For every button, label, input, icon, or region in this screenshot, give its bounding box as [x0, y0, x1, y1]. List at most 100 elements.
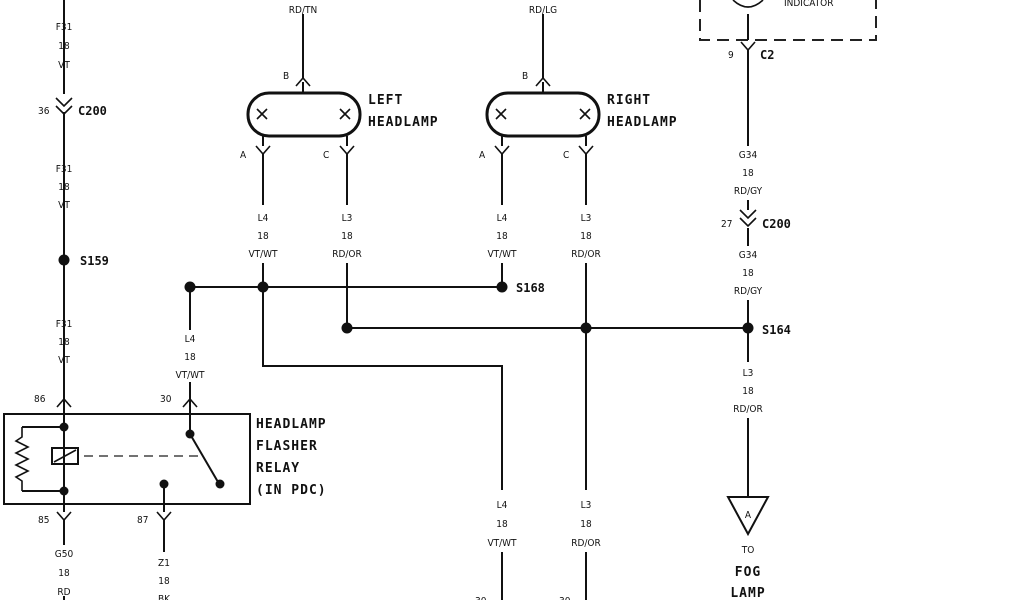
- wire-bottom-l3: L3 18 RD/OR 30: [559, 328, 601, 600]
- wire-label-f31-mid: F31 18 VT: [56, 164, 73, 211]
- svg-text:A: A: [745, 510, 752, 521]
- svg-text:HEADLAMP: HEADLAMP: [607, 115, 678, 130]
- bus-l3: [341, 322, 748, 334]
- svg-text:TO: TO: [741, 545, 755, 556]
- svg-text:RD/GY: RD/GY: [734, 286, 763, 297]
- wire-g34-upper: G34 18 RD/GY: [734, 50, 763, 210]
- connector-c200-right: 27 C200: [721, 209, 791, 231]
- svg-text:F31: F31: [56, 319, 73, 330]
- svg-text:S164: S164: [762, 323, 791, 337]
- svg-text:VT: VT: [58, 200, 70, 211]
- svg-text:FLASHER: FLASHER: [256, 439, 318, 454]
- svg-text:30: 30: [559, 596, 571, 600]
- svg-text:RD/LG: RD/LG: [529, 5, 557, 16]
- svg-text:LEFT: LEFT: [368, 93, 403, 108]
- svg-text:18: 18: [184, 352, 196, 363]
- svg-text:RD/OR: RD/OR: [571, 538, 601, 549]
- svg-text:C200: C200: [78, 104, 107, 118]
- svg-text:VT: VT: [58, 60, 70, 71]
- svg-text:VT: VT: [58, 355, 70, 366]
- svg-text:B: B: [283, 71, 289, 82]
- svg-text:85: 85: [38, 515, 49, 526]
- svg-text:S168: S168: [516, 281, 545, 295]
- svg-text:L4: L4: [258, 213, 269, 224]
- svg-text:LAMP: LAMP: [730, 586, 765, 600]
- svg-text:RD/TN: RD/TN: [289, 5, 317, 16]
- svg-text:RIGHT: RIGHT: [607, 93, 651, 108]
- svg-text:36: 36: [38, 106, 50, 117]
- svg-text:18: 18: [496, 519, 508, 530]
- svg-text:18: 18: [341, 231, 353, 242]
- wire-g50: G50 18 RD: [55, 520, 74, 600]
- wire-z1: Z1 18 BK: [158, 520, 171, 600]
- wire-lh-c: L3 18 RD/OR: [332, 154, 362, 328]
- svg-text:27: 27: [721, 219, 732, 230]
- svg-text:HEADLAMP: HEADLAMP: [256, 417, 327, 432]
- svg-text:18: 18: [742, 168, 754, 179]
- svg-text:18: 18: [58, 41, 70, 52]
- wire-relay-30: L4 18 VT/WT: [175, 287, 205, 399]
- svg-text:18: 18: [580, 519, 592, 530]
- svg-text:18: 18: [257, 231, 269, 242]
- connector-c200-left: 36 C200: [38, 97, 107, 118]
- splice-s159: S159: [58, 254, 109, 268]
- svg-text:RD/OR: RD/OR: [571, 249, 601, 260]
- svg-text:RD/OR: RD/OR: [733, 404, 763, 415]
- svg-text:RELAY: RELAY: [256, 461, 300, 476]
- svg-text:F31: F31: [56, 164, 73, 175]
- svg-text:18: 18: [742, 386, 754, 397]
- svg-text:FOG: FOG: [735, 565, 761, 580]
- wire-rh-a: L4 18 VT/WT: [487, 154, 517, 287]
- splice-s168: S168: [496, 281, 545, 295]
- svg-text:VT/WT: VT/WT: [248, 249, 278, 260]
- wire-l3-fog: L3 18 RD/OR: [733, 328, 763, 497]
- wire-rh-c: L3 18 RD/OR: [571, 154, 601, 328]
- svg-text:18: 18: [58, 568, 70, 579]
- svg-text:18: 18: [580, 231, 592, 242]
- svg-text:C: C: [323, 150, 329, 161]
- svg-text:L3: L3: [743, 368, 754, 379]
- svg-text:L4: L4: [497, 213, 508, 224]
- svg-text:VT/WT: VT/WT: [175, 370, 205, 381]
- svg-text:L3: L3: [581, 500, 592, 511]
- svg-text:L3: L3: [342, 213, 353, 224]
- svg-text:18: 18: [742, 268, 754, 279]
- svg-text:G34: G34: [739, 150, 758, 161]
- svg-text:RD/OR: RD/OR: [332, 249, 362, 260]
- svg-text:Z1: Z1: [158, 558, 170, 569]
- svg-text:VT/WT: VT/WT: [487, 538, 517, 549]
- svg-text:S159: S159: [80, 254, 109, 268]
- svg-text:B: B: [522, 71, 528, 82]
- svg-text:RD/GY: RD/GY: [734, 186, 763, 197]
- wire-g34-lower: G34 18 RD/GY: [734, 228, 763, 328]
- svg-text:(IN PDC): (IN PDC): [256, 483, 327, 498]
- svg-text:87: 87: [137, 515, 148, 526]
- wire-bottom-l4: L4 18 VT/WT 30: [262, 287, 517, 600]
- svg-text:F31: F31: [56, 22, 73, 33]
- bus-l4: [184, 281, 502, 293]
- svg-text:18: 18: [58, 182, 70, 193]
- svg-text:9: 9: [728, 50, 734, 61]
- svg-text:30: 30: [160, 394, 172, 405]
- svg-text:INDICATOR: INDICATOR: [784, 0, 833, 9]
- svg-text:18: 18: [58, 337, 70, 348]
- svg-text:C: C: [563, 150, 569, 161]
- svg-text:C2: C2: [760, 48, 774, 62]
- wire-lh-a: L4 18 VT/WT: [248, 154, 278, 287]
- svg-text:18: 18: [158, 576, 170, 587]
- wire-label-f31-low: F31 18 VT: [56, 319, 73, 366]
- svg-text:G50: G50: [55, 549, 74, 560]
- svg-text:L4: L4: [497, 500, 508, 511]
- splice-s164: S164: [742, 322, 791, 337]
- svg-text:30: 30: [475, 596, 487, 600]
- svg-text:HEADLAMP: HEADLAMP: [368, 115, 439, 130]
- svg-text:A: A: [479, 150, 486, 161]
- svg-text:RD: RD: [57, 587, 70, 598]
- indicator-module: INDICATOR 9 C2: [699, 0, 877, 62]
- svg-text:A: A: [240, 150, 247, 161]
- svg-text:86: 86: [34, 394, 46, 405]
- svg-text:BK: BK: [158, 594, 171, 600]
- svg-text:G34: G34: [739, 250, 758, 261]
- svg-text:L4: L4: [185, 334, 196, 345]
